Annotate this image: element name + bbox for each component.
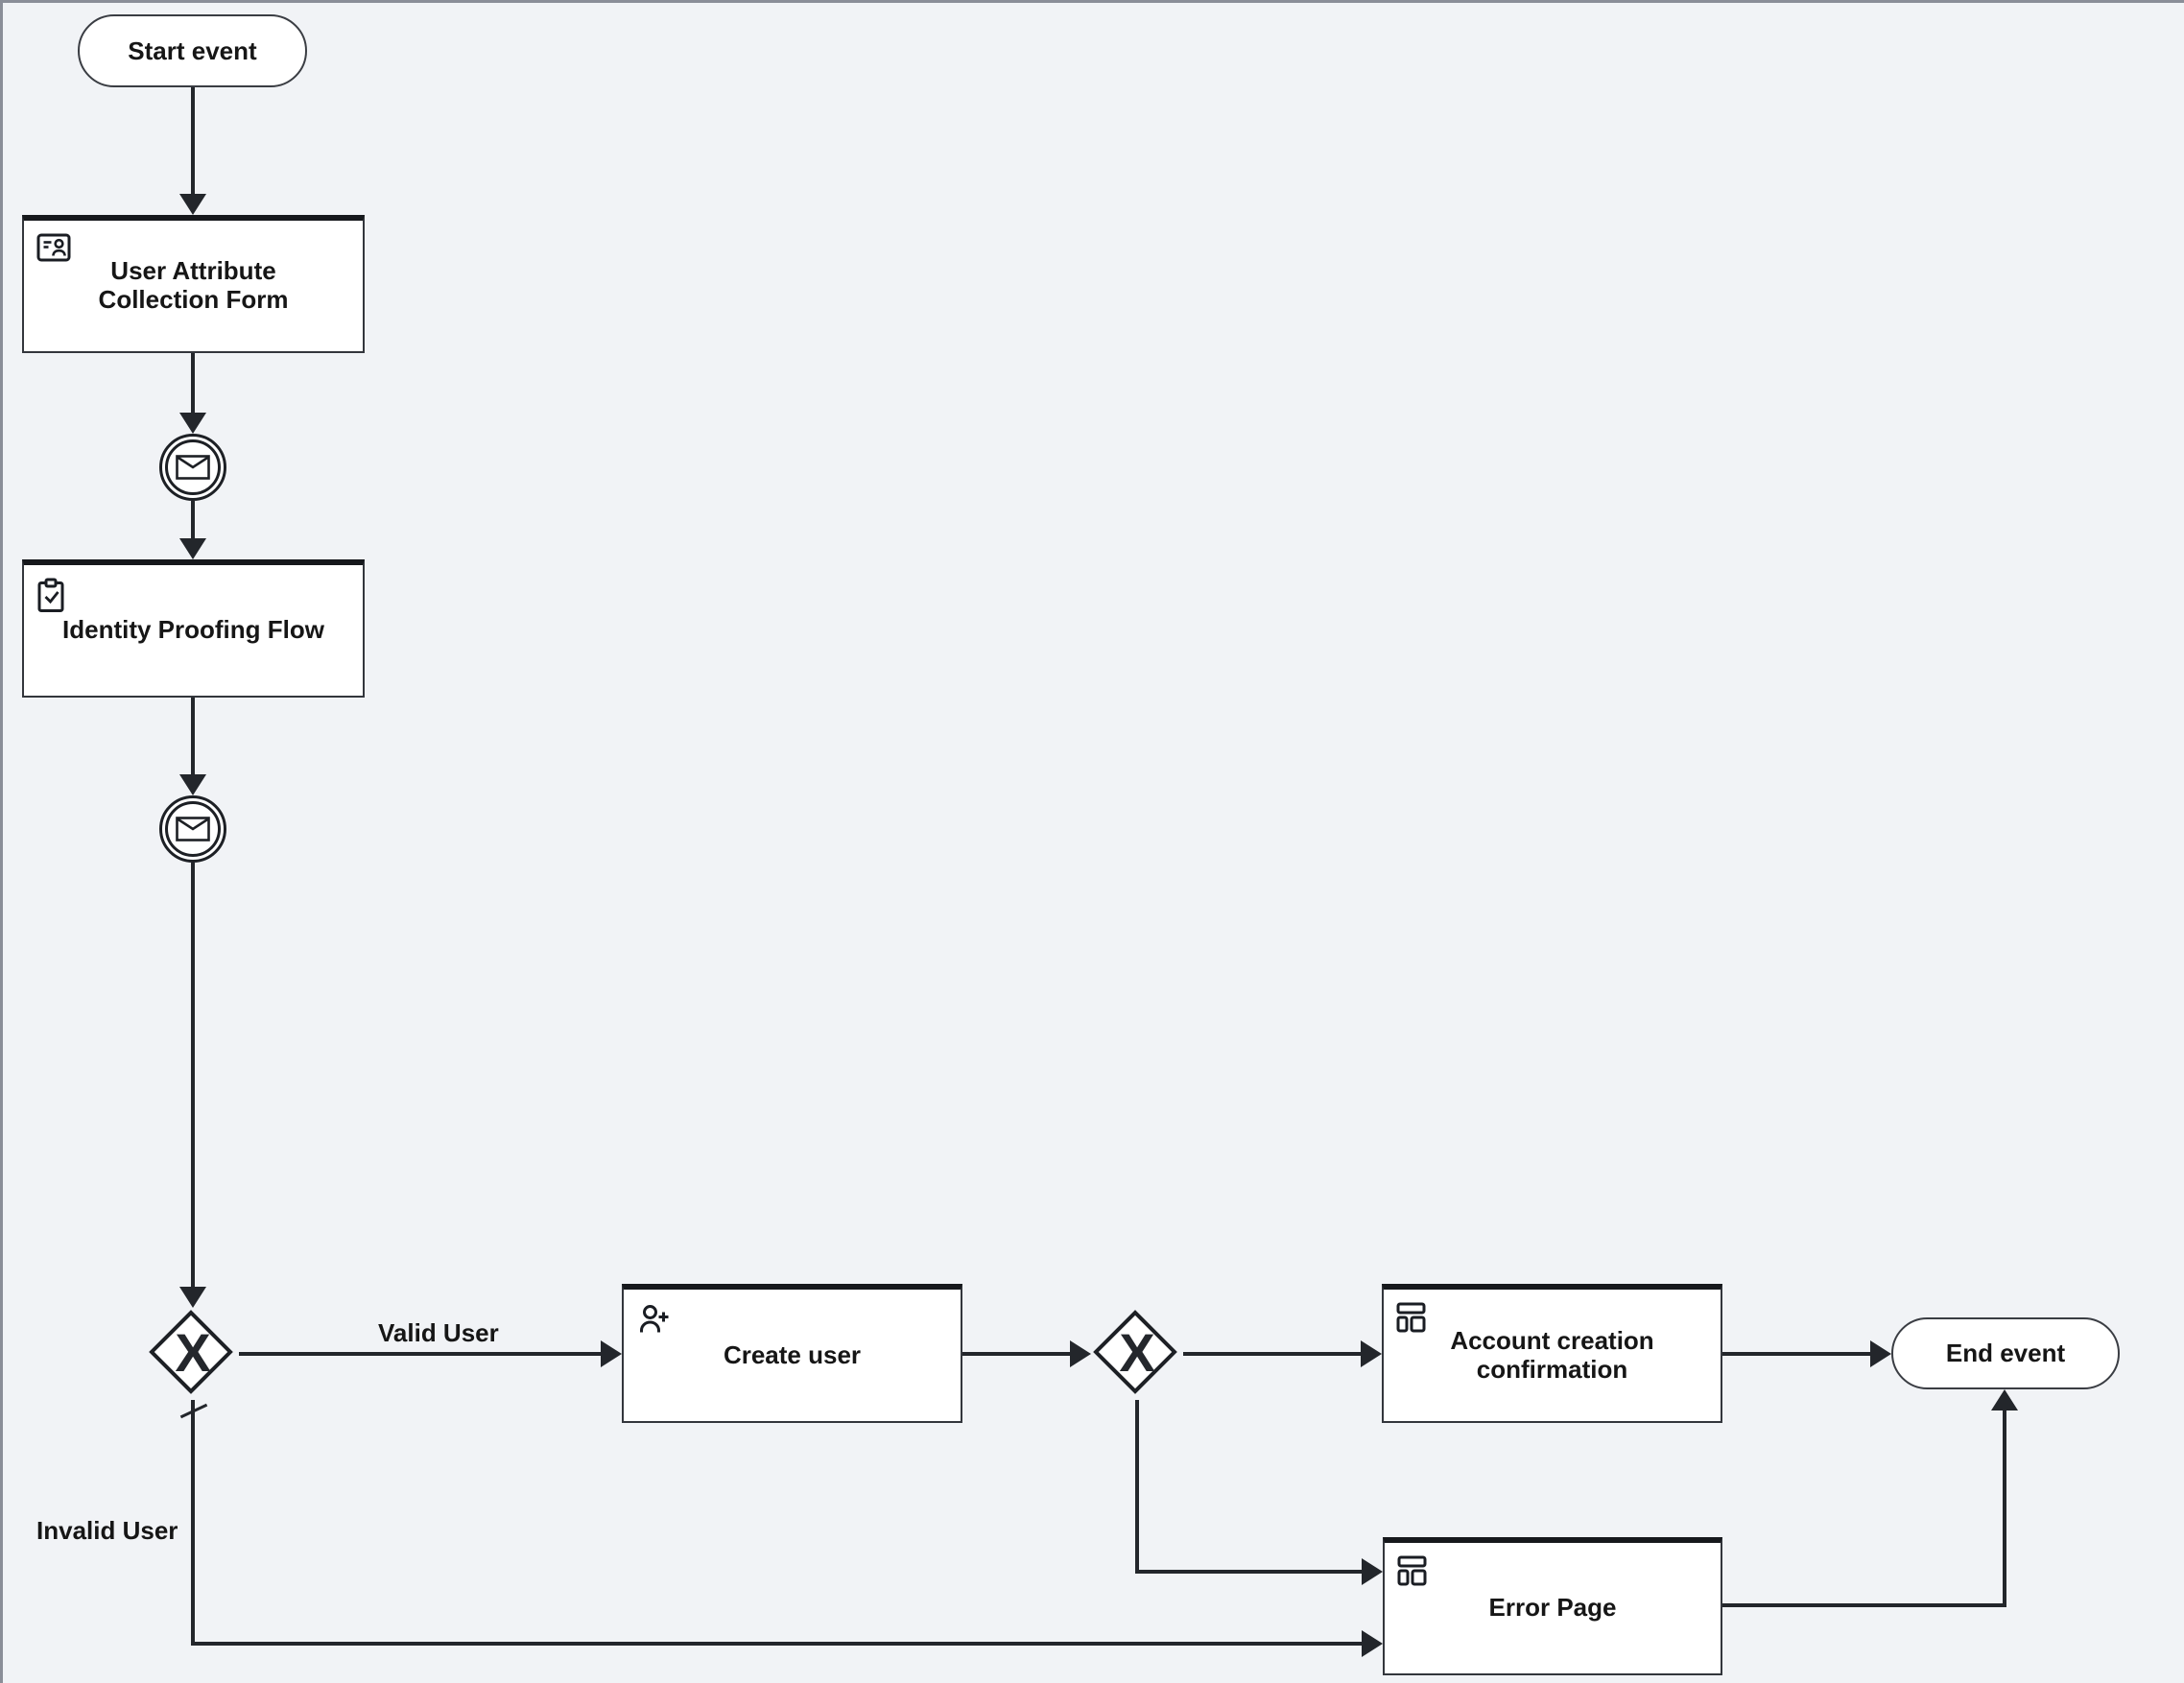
connector-start-to-form: [191, 87, 195, 195]
arrowhead-icon: [179, 1287, 206, 1308]
arrowhead-icon: [1870, 1340, 1891, 1367]
identity-proofing-flow-node[interactable]: Identity Proofing Flow: [22, 559, 365, 698]
connector-message2-to-gateway1: [191, 863, 195, 1289]
clipboard-check-icon: [36, 578, 65, 614]
create-user-node[interactable]: Create user: [622, 1284, 962, 1423]
page-layout-icon: [1397, 1555, 1428, 1586]
user-attribute-collection-form-node[interactable]: User Attribute Collection Form: [22, 215, 365, 353]
end-event-node[interactable]: End event: [1891, 1317, 2120, 1389]
connector-gateway2-error-vertical: [1135, 1400, 1139, 1574]
create-user-label: Create user: [723, 1339, 862, 1369]
arrowhead-icon: [1361, 1340, 1382, 1367]
exclusive-gateway-x-marker: X: [175, 1321, 211, 1383]
envelope-icon: [176, 455, 210, 480]
exclusive-gateway-x-marker: X: [1119, 1321, 1155, 1383]
message-event-2-node[interactable]: [159, 795, 226, 863]
arrowhead-icon: [179, 774, 206, 795]
start-event-node[interactable]: Start event: [78, 14, 307, 87]
identity-proofing-flow-label: Identity Proofing Flow: [62, 615, 324, 645]
user-add-icon: [636, 1302, 673, 1339]
page-layout-icon: [1396, 1302, 1427, 1333]
connector-error-to-end-horizontal: [1722, 1603, 2006, 1607]
edge-label-valid-user: Valid User: [378, 1318, 499, 1347]
edge-label-invalid-user: Invalid User: [36, 1516, 178, 1545]
user-attribute-collection-form-label: User Attribute Collection Form: [98, 256, 289, 314]
envelope-icon: [176, 817, 210, 842]
arrowhead-icon: [179, 194, 206, 215]
connector-form-to-message1: [191, 353, 195, 415]
exclusive-gateway-1-node[interactable]: X: [147, 1308, 239, 1400]
connector-message1-to-identity: [191, 501, 195, 540]
end-event-label: End event: [1945, 1339, 2066, 1367]
connector-identity-to-message2: [191, 698, 195, 776]
message-event-inner-circle: [165, 439, 221, 495]
error-page-label: Error Page: [1488, 1593, 1617, 1623]
arrowhead-icon: [179, 538, 206, 559]
arrowhead-icon: [1070, 1340, 1091, 1367]
connector-create-to-gateway2: [962, 1352, 1072, 1356]
connector-invalid-user-horizontal: [191, 1642, 1364, 1646]
account-creation-confirmation-node[interactable]: Account creation confirmation: [1382, 1284, 1722, 1423]
error-page-node[interactable]: Error Page: [1383, 1537, 1722, 1675]
connector-invalid-user-vertical: [191, 1400, 195, 1646]
arrowhead-icon: [1362, 1558, 1383, 1585]
exclusive-gateway-2-node[interactable]: X: [1091, 1308, 1183, 1400]
id-badge-icon: [36, 233, 71, 262]
arrowhead-icon: [179, 413, 206, 434]
connector-gateway2-to-account: [1183, 1352, 1363, 1356]
message-event-1-node[interactable]: [159, 434, 226, 501]
arrowhead-icon: [601, 1340, 622, 1367]
connector-account-to-end: [1722, 1352, 1872, 1356]
account-creation-confirmation-label: Account creation confirmation: [1450, 1325, 1654, 1384]
arrowhead-icon: [1991, 1389, 2018, 1410]
connector-valid-user: [239, 1352, 603, 1356]
connector-gateway2-error-horizontal: [1135, 1570, 1364, 1574]
connector-error-to-end-vertical: [2003, 1409, 2006, 1607]
start-event-label: Start event: [128, 36, 257, 65]
arrowhead-icon: [1362, 1630, 1383, 1657]
message-event-inner-circle: [165, 801, 221, 857]
